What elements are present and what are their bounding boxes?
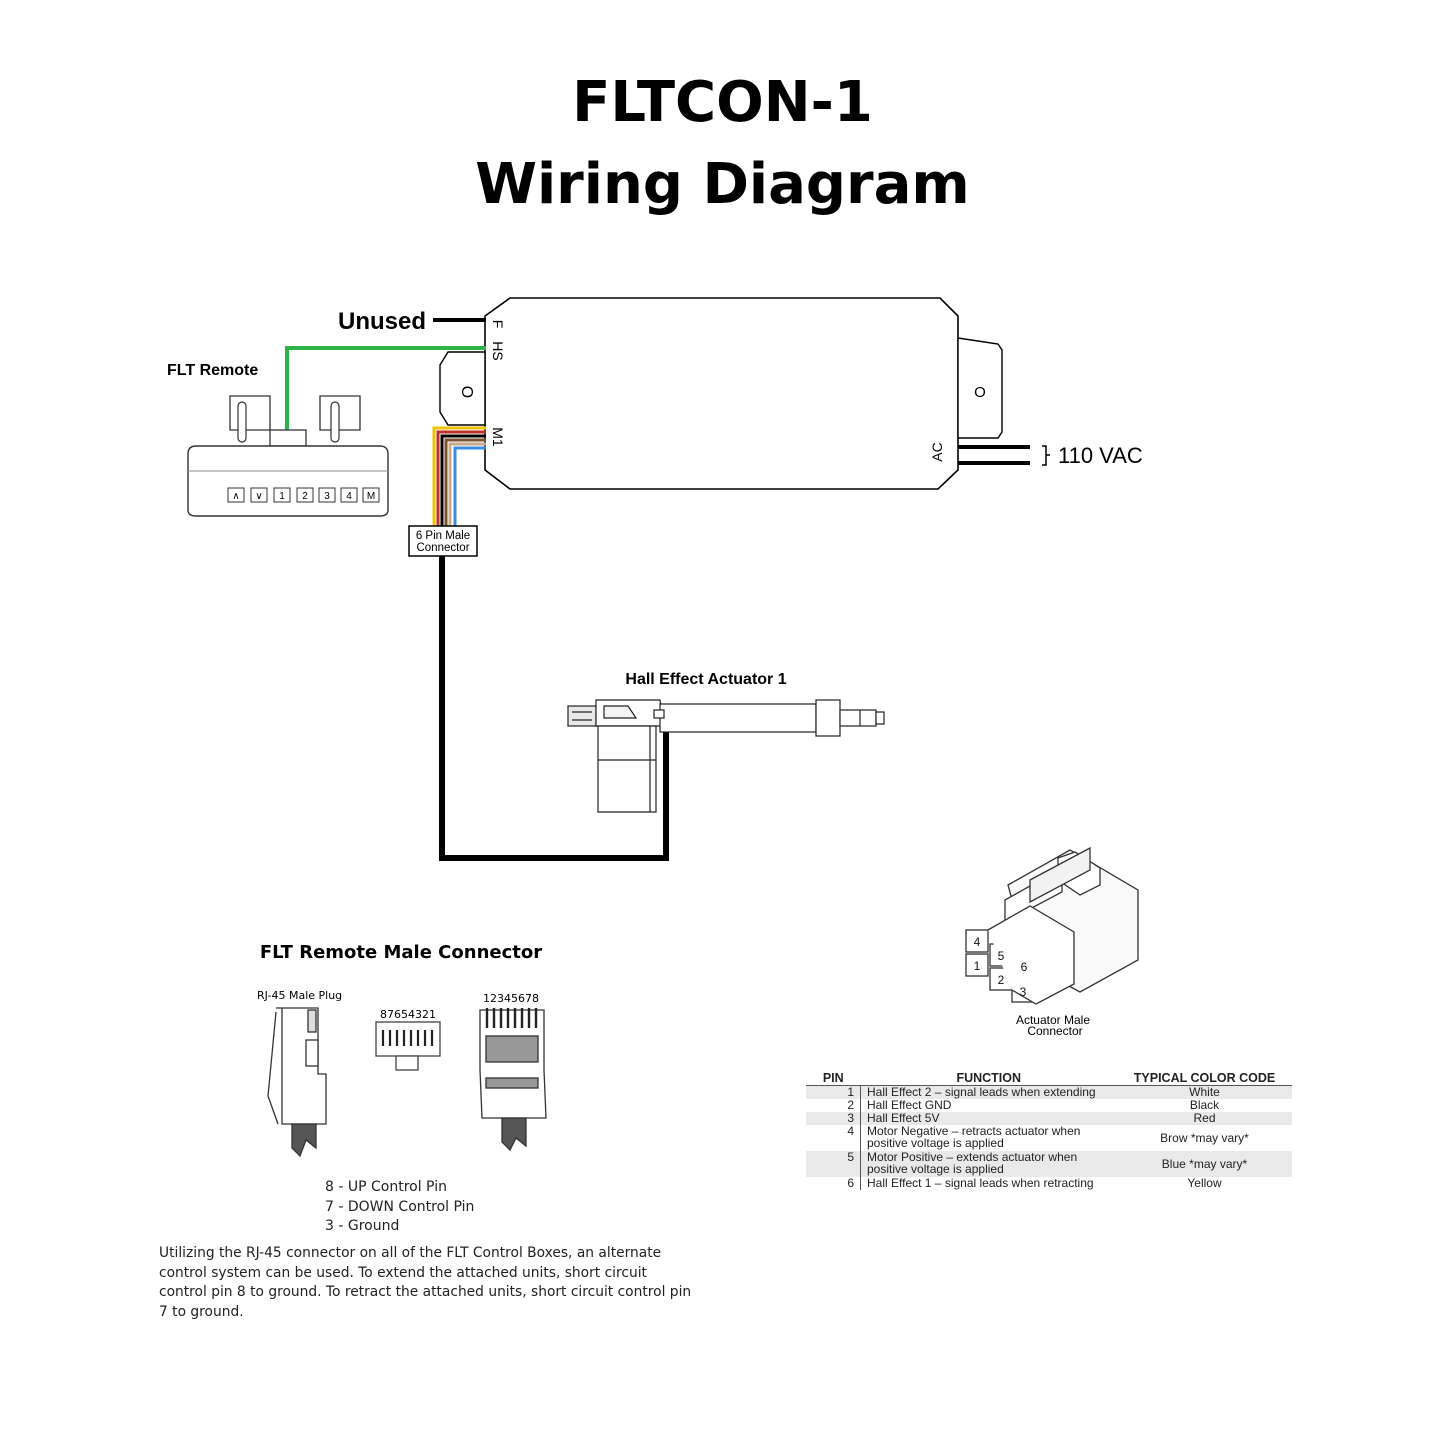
- rj45-description: Utilizing the RJ-45 connector on all of …: [159, 1245, 692, 1320]
- m1-wire-bundle: [432, 426, 486, 526]
- rj45-side-view: [267, 1007, 327, 1158]
- control-box: O O F HS M1 AC: [439, 297, 1003, 490]
- connector-label-line1: 6 Pin Male: [416, 530, 470, 542]
- table-row: 3 Hall Effect 5V Red: [806, 1112, 1292, 1125]
- remote-button-up-label: ∧: [232, 491, 239, 502]
- remote-button-2: [296, 487, 314, 503]
- right-mount-tab: [957, 337, 1003, 439]
- remote-button-2-label: 2: [302, 491, 308, 502]
- connector-pin-4: 4: [974, 935, 981, 949]
- remote-button-4-label: 4: [346, 491, 352, 502]
- connector-pin-6: 6: [1021, 960, 1028, 974]
- remote-button-4: [340, 487, 358, 503]
- port-f-label: F: [490, 320, 506, 329]
- flt-remote-label: FLT Remote: [167, 362, 258, 379]
- remote-button-3-label: 3: [324, 491, 330, 502]
- ac-bracket: [1042, 445, 1050, 466]
- table-row: 2 Hall Effect GND Black: [806, 1099, 1292, 1112]
- note-down-pin: 7 - DOWN Control Pin: [325, 1198, 475, 1215]
- voltage-label: 110 VAC: [1058, 443, 1143, 468]
- right-mount-hole: O: [974, 384, 986, 401]
- table-row: 5 Motor Positive – extends actuator when…: [806, 1151, 1292, 1177]
- rj45-plug-label: RJ-45 Male Plug: [257, 989, 342, 1002]
- col-header-pin: PIN: [806, 1071, 861, 1086]
- table-row: 1 Hall Effect 2 – signal leads when exte…: [806, 1085, 1292, 1099]
- actuator-male-connector: [965, 846, 1139, 1005]
- hall-effect-actuator: [567, 699, 885, 813]
- six-pin-connector: [408, 525, 478, 557]
- rj45-pins-reversed: 87654321: [380, 1008, 436, 1021]
- remote-button-1: [273, 487, 291, 503]
- rj45-top-view: [479, 1008, 547, 1152]
- connector-pin-1: 1: [974, 959, 981, 973]
- actuator-cable: [439, 556, 669, 861]
- connector-pin-2: 2: [998, 973, 1005, 987]
- unused-label: Unused: [338, 308, 426, 335]
- table-row: 6 Hall Effect 1 – signal leads when retr…: [806, 1177, 1292, 1190]
- col-header-function: FUNCTION: [860, 1071, 1117, 1086]
- port-hs-label: HS: [490, 341, 506, 360]
- male-connector-label-line2: Connector: [1027, 1024, 1082, 1038]
- left-mount-hole: O: [458, 386, 475, 398]
- actuator-pin-table: PIN FUNCTION TYPICAL COLOR CODE 1 Hall E…: [806, 1071, 1292, 1190]
- male-connector-label-line1: Actuator Male: [1016, 1013, 1090, 1027]
- note-up-pin: 8 - UP Control Pin: [325, 1179, 447, 1195]
- rj45-pin-notes: 8 - UP Control Pin 7 - DOWN Control Pin …: [325, 1178, 474, 1237]
- title-subtitle: Wiring Diagram: [475, 152, 970, 217]
- note-ground-pin: 3 - Ground: [325, 1218, 400, 1234]
- col-header-color: TYPICAL COLOR CODE: [1117, 1071, 1292, 1086]
- rj45-heading: FLT Remote Male Connector: [260, 942, 542, 963]
- port-m1-label: M1: [490, 427, 506, 447]
- connector-pin-3: 3: [1020, 985, 1027, 999]
- remote-button-down: [250, 487, 268, 503]
- connector-pin-5: 5: [998, 949, 1005, 963]
- remote-button-3: [318, 487, 336, 503]
- remote-button-1-label: 1: [279, 491, 285, 502]
- remote-button-m: [362, 487, 380, 503]
- port-ac-label: AC: [929, 442, 945, 461]
- actuator-connector-pin-labels: 4 5 6 1 2 3: [974, 935, 1028, 999]
- rj45-pins-forward: 12345678: [483, 992, 539, 1005]
- rj45-front-view: [375, 1021, 441, 1071]
- table-row: 4 Motor Negative – retracts actuator whe…: [806, 1125, 1292, 1151]
- remote-button-up: [227, 487, 245, 503]
- remote-button-m-label: M: [367, 491, 375, 502]
- title-model: FLTCON-1: [572, 70, 873, 135]
- connector-label-line2: Connector: [416, 542, 469, 554]
- remote-button-down-label: ∨: [255, 491, 262, 502]
- left-mount-tab: [439, 351, 486, 426]
- hs-wire: [285, 346, 486, 432]
- actuator-label: Hall Effect Actuator 1: [625, 671, 786, 688]
- remote-buttons: ∧ ∨ 1 2 3 4 M: [227, 487, 380, 503]
